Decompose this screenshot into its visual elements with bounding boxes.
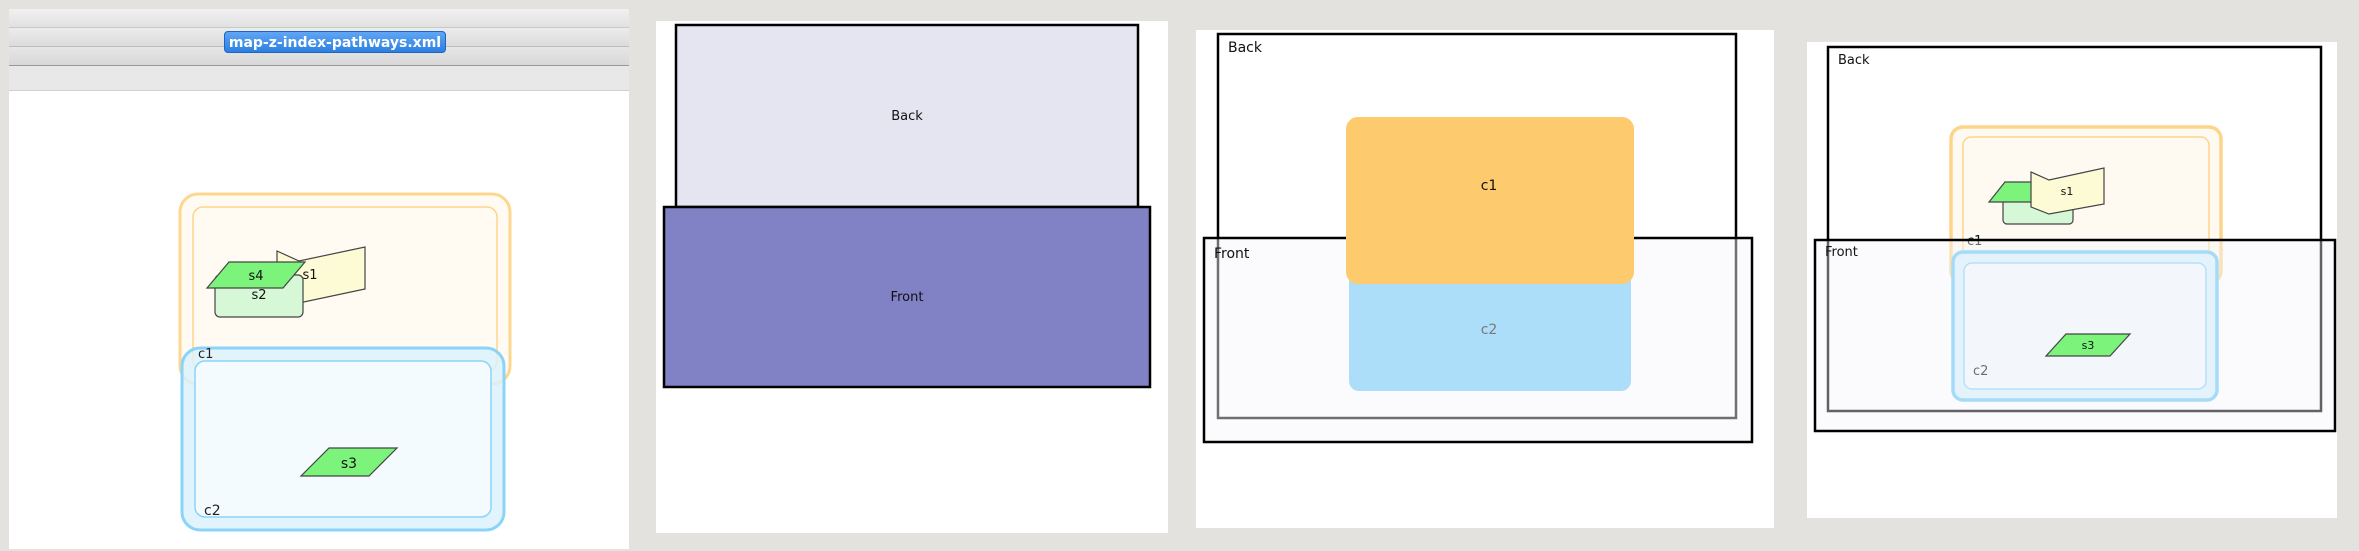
combined-back-layer[interactable]: Back: [1826, 45, 2323, 413]
file-tab[interactable]: map-z-index-pathways.xml: [224, 31, 446, 53]
layer-canvas: Back Front: [662, 23, 1152, 389]
species-s1-label: s1: [302, 268, 317, 283]
combined-canvas: Back c1 c2 Front s1 s3: [1813, 45, 2337, 433]
species-s2-label: s2: [251, 288, 266, 303]
combined-species-s3[interactable]: s3: [2044, 333, 2132, 357]
combined-back-label: Back: [1838, 53, 1870, 68]
species-s3[interactable]: s3: [299, 447, 399, 477]
toolbar-row-1: [9, 9, 629, 28]
combined-s1-label: s1: [2061, 185, 2074, 198]
pathway-editor-panel: map-z-index-pathways.xml c1 c2 s1 s2 s4: [9, 9, 629, 549]
overlap-back-layer[interactable]: Back: [1216, 32, 1738, 420]
overlap-c2[interactable]: c2: [1349, 261, 1631, 391]
layer-front[interactable]: Front: [662, 205, 1152, 389]
overlap-front-label: Front: [1214, 246, 1250, 262]
layer-back-label: Back: [891, 109, 923, 124]
species-s4-label: s4: [248, 269, 263, 284]
combined-front-label: Front: [1825, 245, 1858, 260]
layer-back[interactable]: Back: [674, 23, 1140, 209]
overlap-canvas: Back c2 Front c1: [1202, 32, 1754, 444]
combined-s3-label: s3: [2082, 339, 2095, 352]
combined-species-s1[interactable]: s1: [2030, 167, 2105, 215]
layer-front-label: Front: [891, 290, 924, 305]
overlap-c2-label: c2: [1481, 322, 1498, 338]
toolbar-row-4: [9, 66, 629, 91]
combined-c2[interactable]: c2: [1951, 250, 2219, 402]
compartment-c2[interactable]: [180, 346, 506, 532]
pathway-canvas: c1 c2 s1 s2 s4 s3: [178, 192, 512, 532]
overlap-panel: Back c2 Front c1: [1196, 30, 1774, 528]
compartment-c2-label: c2: [204, 503, 221, 519]
combined-c2-label: c2: [1973, 364, 1988, 379]
species-s3-label: s3: [341, 456, 357, 472]
overlap-back-label: Back: [1228, 40, 1263, 56]
overlap-c1-label: c1: [1481, 178, 1498, 194]
layer-panel: Back Front: [656, 21, 1168, 533]
compartment-c1-label: c1: [198, 347, 213, 362]
toolbar-row-3: [9, 47, 629, 66]
combined-c1-label: c1: [1967, 234, 1982, 249]
combined-panel: Back c1 c2 Front s1 s3: [1807, 42, 2337, 518]
overlap-c1[interactable]: c1: [1346, 117, 1634, 284]
species-s4[interactable]: s4: [205, 261, 307, 289]
